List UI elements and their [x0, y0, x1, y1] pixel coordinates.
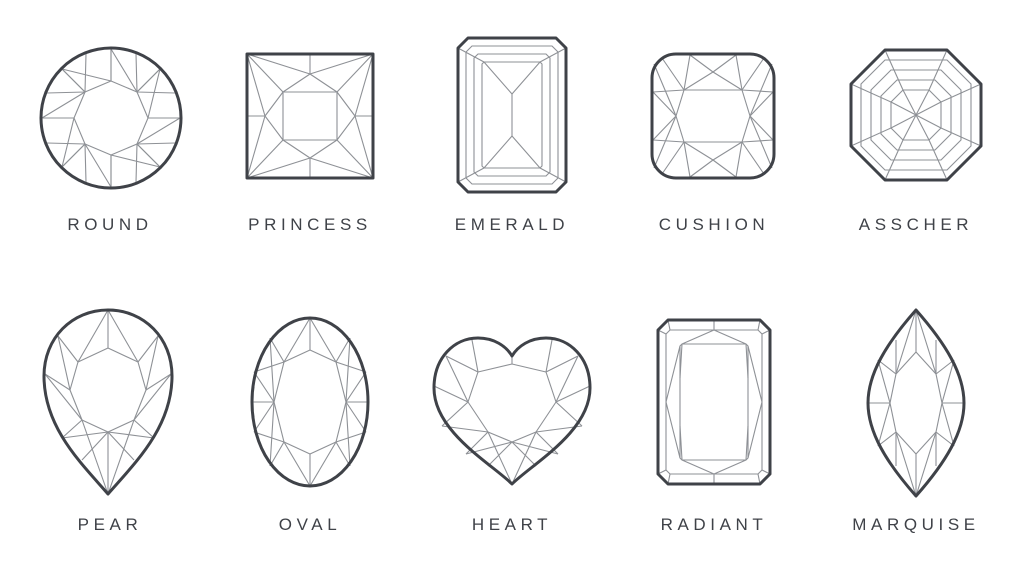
- shape-label-oval: OVAL: [278, 515, 342, 534]
- pear-diamond-icon: [42, 308, 174, 496]
- shape-label-radiant: RADIANT: [660, 515, 768, 534]
- radiant-diamond-icon: [656, 318, 772, 486]
- shape-label-princess: PRINCESS: [248, 215, 372, 234]
- shape-label-cushion: CUSHION: [658, 215, 770, 234]
- heart-diamond-icon: [432, 336, 592, 486]
- asscher-diamond-icon: [849, 48, 983, 182]
- shape-label-emerald: EMERALD: [454, 215, 570, 234]
- princess-diamond-icon: [245, 52, 375, 180]
- round-diamond-icon: [39, 46, 183, 190]
- shape-label-marquise: MARQUISE: [852, 515, 980, 534]
- emerald-diamond-icon: [456, 36, 568, 194]
- oval-diamond-icon: [250, 316, 370, 488]
- shape-label-asscher: ASSCHER: [858, 215, 974, 234]
- marquise-diamond-icon: [866, 308, 966, 498]
- shape-label-pear: PEAR: [77, 515, 143, 534]
- shape-label-heart: HEART: [471, 515, 553, 534]
- shape-label-round: ROUND: [67, 215, 153, 234]
- cushion-diamond-icon: [650, 52, 776, 180]
